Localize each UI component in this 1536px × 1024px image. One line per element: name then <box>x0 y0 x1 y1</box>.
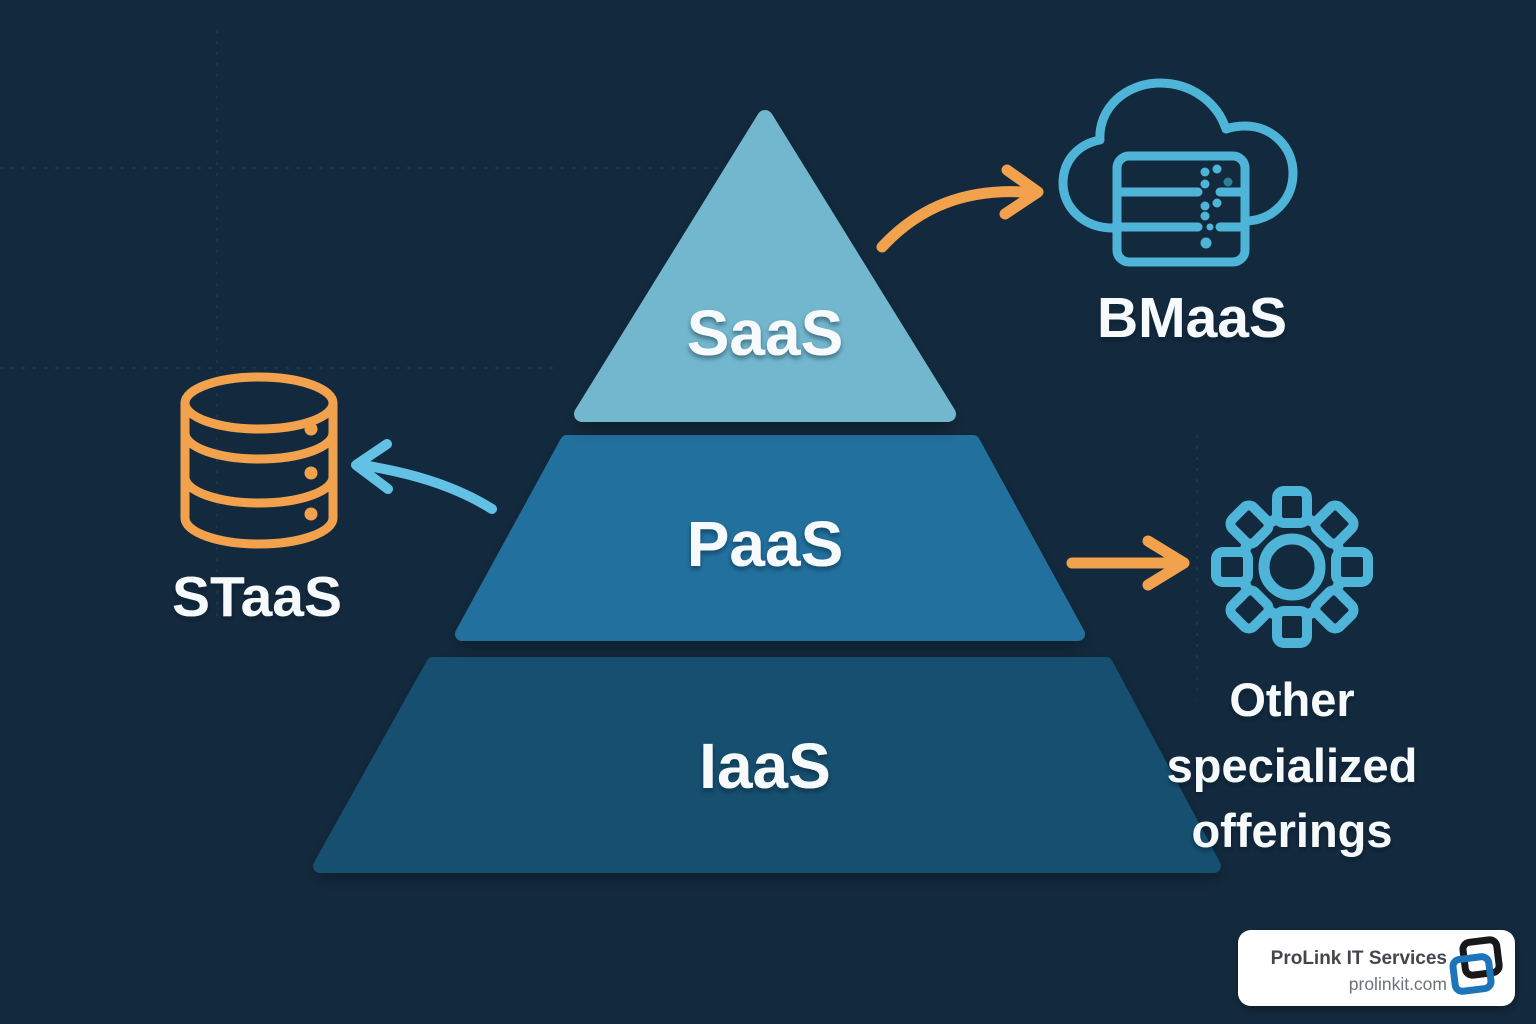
label-other-line1: Other <box>1229 673 1354 726</box>
label-staas: STaaS <box>172 565 342 629</box>
label-paas: PaaS <box>687 508 844 580</box>
label-saas: SaaS <box>687 297 844 369</box>
pyramid: SaaS PaaS IaaS <box>313 110 1221 873</box>
database-icon <box>180 372 338 549</box>
label-other-line3: offerings <box>1191 804 1392 857</box>
brand-card: ProLink IT Services prolinkit.com <box>1238 930 1515 1006</box>
brand-url: prolinkit.com <box>1349 974 1447 994</box>
brand-name: ProLink IT Services <box>1271 948 1447 969</box>
label-other-specialized-offerings: Other specialized offerings <box>1167 673 1418 857</box>
background-grid <box>0 30 1198 700</box>
label-iaas: IaaS <box>699 730 831 802</box>
pyramid-layer-paas <box>455 435 1085 641</box>
arrow-paas-to-other <box>1066 535 1190 591</box>
arrow-saas-to-bmaas <box>876 164 1044 253</box>
arrow-paas-to-staas <box>351 439 497 514</box>
label-bmaas: BMaaS <box>1097 286 1287 350</box>
pyramid-layer-saas <box>574 110 956 422</box>
brand-logo-icon <box>1449 936 1503 995</box>
cloud-server-icon <box>1058 78 1298 267</box>
label-other-line2: specialized <box>1167 739 1418 792</box>
pyramid-layer-iaas <box>313 657 1221 873</box>
gear-icon <box>1211 486 1373 648</box>
